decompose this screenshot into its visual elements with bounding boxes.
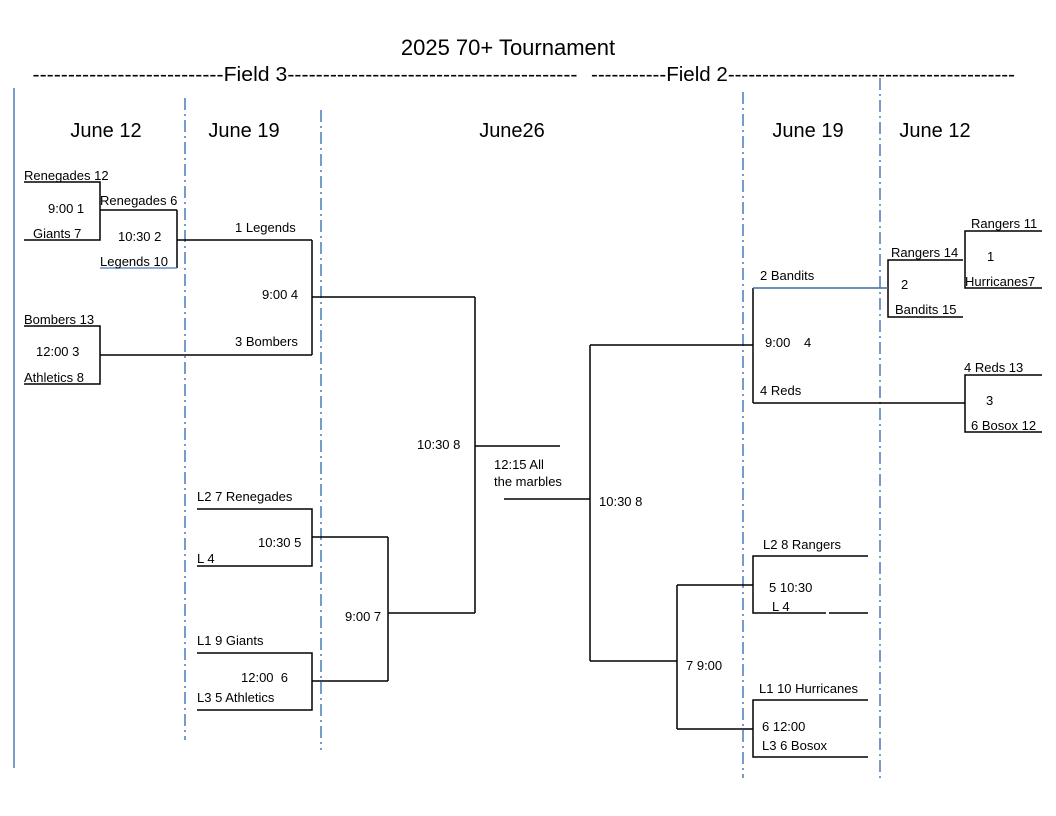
final-label-line1: 12:15 All (494, 457, 544, 472)
column-dividers (13, 78, 881, 778)
left-game3-team-a: Bombers 13 (24, 312, 94, 327)
left-game1-team-b: Giants 7 (33, 226, 81, 241)
bracket-right-game3 (964, 374, 1042, 433)
bracket-left-game1 (24, 181, 101, 241)
right-game6-label: 6 12:00 (762, 719, 805, 734)
field3-header: ---------------------------Field 3------… (33, 64, 578, 86)
column-header-left-june12: June 12 (70, 120, 141, 142)
column-header-right-june12: June 12 (899, 120, 970, 142)
left-game5-label: 10:30 5 (258, 535, 301, 550)
column-header-right-june19: June 19 (772, 120, 843, 142)
left-game2-team-b: Legends 10 (100, 254, 168, 269)
left-game5-team-a: L2 7 Renegades (197, 489, 293, 504)
right-game6-team-b: L3 6 Bosox (762, 738, 828, 753)
right-game2-team-a: Rangers 14 (891, 245, 958, 260)
left-game4-team-a: 1 Legends (235, 220, 296, 235)
left-game1-team-a: Renegades 12 (24, 168, 109, 183)
final-label-line2: the marbles (494, 474, 562, 489)
right-game8-label: 10:30 8 (599, 494, 642, 509)
right-game4-team-b: 4 Reds (760, 383, 802, 398)
bracket-right-game1 (964, 230, 1042, 289)
right-game3-team-b: 6 Bosox 12 (971, 418, 1036, 433)
right-game3-team-a: 4 Reds 13 (964, 360, 1023, 375)
left-game2-label: 10:30 2 (118, 229, 161, 244)
column-header-left-june19: June 19 (208, 120, 279, 142)
right-game1-team-a: Rangers 11 (971, 216, 1037, 231)
left-game8-label: 10:30 8 (417, 437, 460, 452)
page-title: 2025 70+ Tournament (401, 35, 615, 60)
right-game7-label: 7 9:00 (686, 658, 722, 673)
right-game1-label: 1 (987, 249, 994, 264)
left-game1-label: 9:00 1 (48, 201, 84, 216)
left-game3-team-b: Athletics 8 (24, 370, 84, 385)
right-game5-team-a: L2 8 Rangers (763, 537, 842, 552)
left-game3-label: 12:00 3 (36, 344, 79, 359)
left-game6-label: 12:00 6 (241, 670, 288, 685)
bracket-right-game6 (752, 699, 868, 758)
bracket-lines (24, 181, 1042, 758)
right-game5-label: 5 10:30 (769, 580, 812, 595)
left-game6-team-a: L1 9 Giants (197, 633, 264, 648)
right-game2-label: 2 (901, 277, 908, 292)
left-game7-label: 9:00 7 (345, 609, 381, 624)
right-game3-label: 3 (986, 393, 993, 408)
field2-header: -----------Field 2----------------------… (591, 64, 1015, 86)
left-game2-team-a: Renegades 6 (100, 193, 177, 208)
column-header-june26: June26 (479, 120, 545, 142)
right-game5-team-b: L 4 (772, 599, 790, 614)
right-game1-team-b: Hurricanes7 (965, 274, 1035, 289)
bracket-right-game5 (752, 555, 868, 614)
left-game5-team-b: L 4 (197, 551, 215, 566)
left-game4-team-b: 3 Bombers (235, 334, 298, 349)
right-game4-team-a: 2 Bandits (760, 268, 815, 283)
left-game6-team-b: L3 5 Athletics (197, 690, 275, 705)
right-game4-label-time: 9:00 (765, 335, 790, 350)
right-game6-team-a: L1 10 Hurricanes (759, 681, 858, 696)
right-game2-team-b: Bandits 15 (895, 302, 956, 317)
left-game4-label: 9:00 4 (262, 287, 298, 302)
right-game4-label-num: 4 (804, 335, 811, 350)
